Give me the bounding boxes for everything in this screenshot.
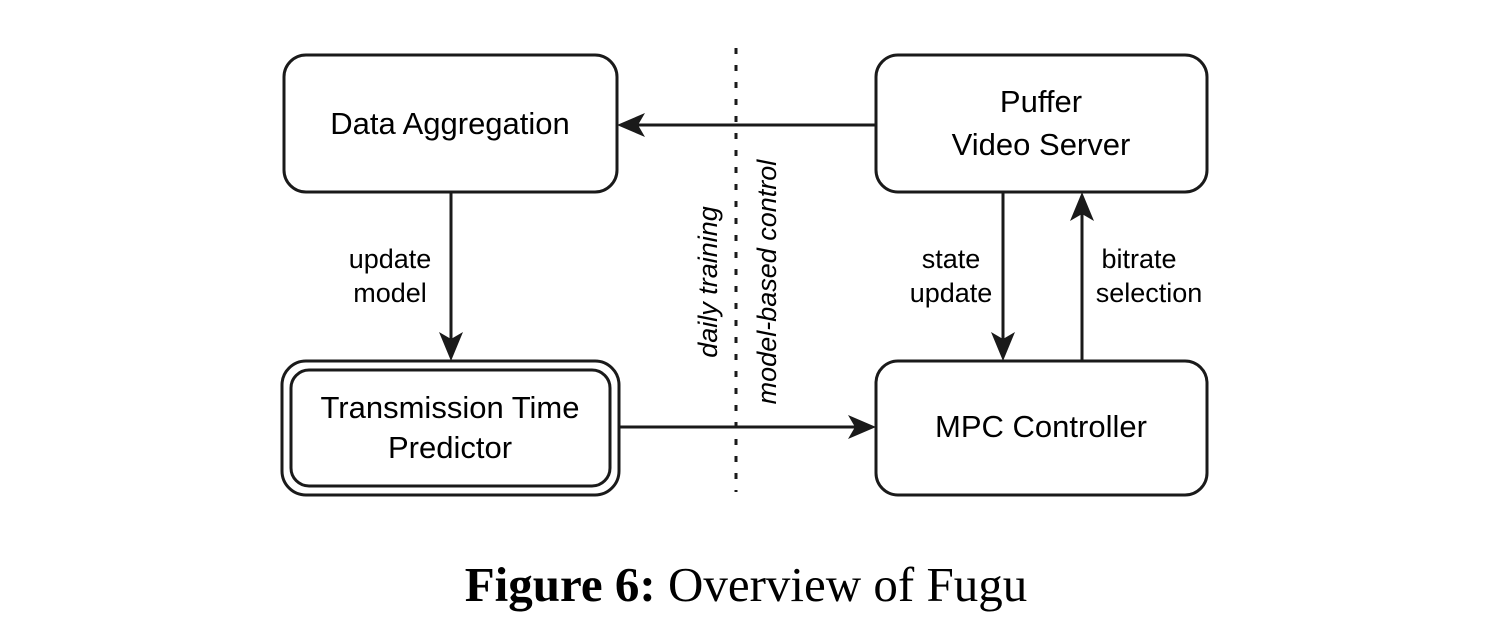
node-transmission-time-predictor[interactable]: Transmission Time Predictor — [280, 359, 621, 497]
bitrate-selection-arrowhead — [1070, 192, 1094, 221]
puffer-video-server-label-line1: Puffer — [1000, 84, 1082, 119]
state-update-label-line1: state — [922, 244, 981, 274]
data-aggregation-label: Data Aggregation — [330, 106, 570, 141]
mpc-controller-box — [874, 359, 1209, 497]
zone-label-model-based-control: model-based control — [752, 159, 782, 405]
node-data-aggregation[interactable]: Data Aggregation — [282, 53, 619, 194]
predictor-to-mpc-arrowhead — [848, 415, 876, 439]
edge-predictor-to-mpc — [619, 415, 876, 439]
transmission-time-predictor-label-line1: Transmission Time — [321, 390, 580, 425]
update-model-label-line2: model — [353, 278, 427, 308]
edge-server-to-aggregation — [617, 113, 876, 137]
bitrate-selection-label-line2: selection — [1096, 278, 1203, 308]
update-model-arrowhead — [439, 332, 463, 361]
node-puffer-video-server[interactable]: Puffer Video Server — [874, 53, 1209, 194]
figure-caption-prefix: Figure 6: — [464, 557, 656, 612]
transmission-time-predictor-label-line2: Predictor — [388, 430, 512, 465]
update-model-label-line1: update — [349, 244, 432, 274]
figure-caption-text: Overview of Fugu — [667, 557, 1028, 612]
edge-mpc-to-server: bitrate selection — [1070, 192, 1202, 361]
state-update-arrowhead — [991, 332, 1015, 361]
server-to-aggregation-arrowhead — [617, 113, 645, 137]
edge-server-to-mpc: state update — [910, 192, 1015, 361]
puffer-video-server-box — [874, 53, 1209, 194]
node-mpc-controller[interactable]: MPC Controller — [874, 359, 1209, 497]
daily-training-label: daily training — [693, 206, 723, 358]
figure-caption: Figure 6: Overview of Fugu — [0, 556, 1492, 613]
mpc-controller-label: MPC Controller — [935, 409, 1147, 444]
bitrate-selection-label-line1: bitrate — [1101, 244, 1176, 274]
model-based-control-label: model-based control — [752, 159, 782, 405]
transmission-time-predictor-inner-box — [289, 368, 612, 488]
puffer-video-server-label-line2: Video Server — [952, 127, 1131, 162]
state-update-label-line2: update — [910, 278, 993, 308]
zone-label-daily-training: daily training — [693, 206, 723, 358]
edge-aggregation-to-predictor: update model — [349, 192, 463, 361]
